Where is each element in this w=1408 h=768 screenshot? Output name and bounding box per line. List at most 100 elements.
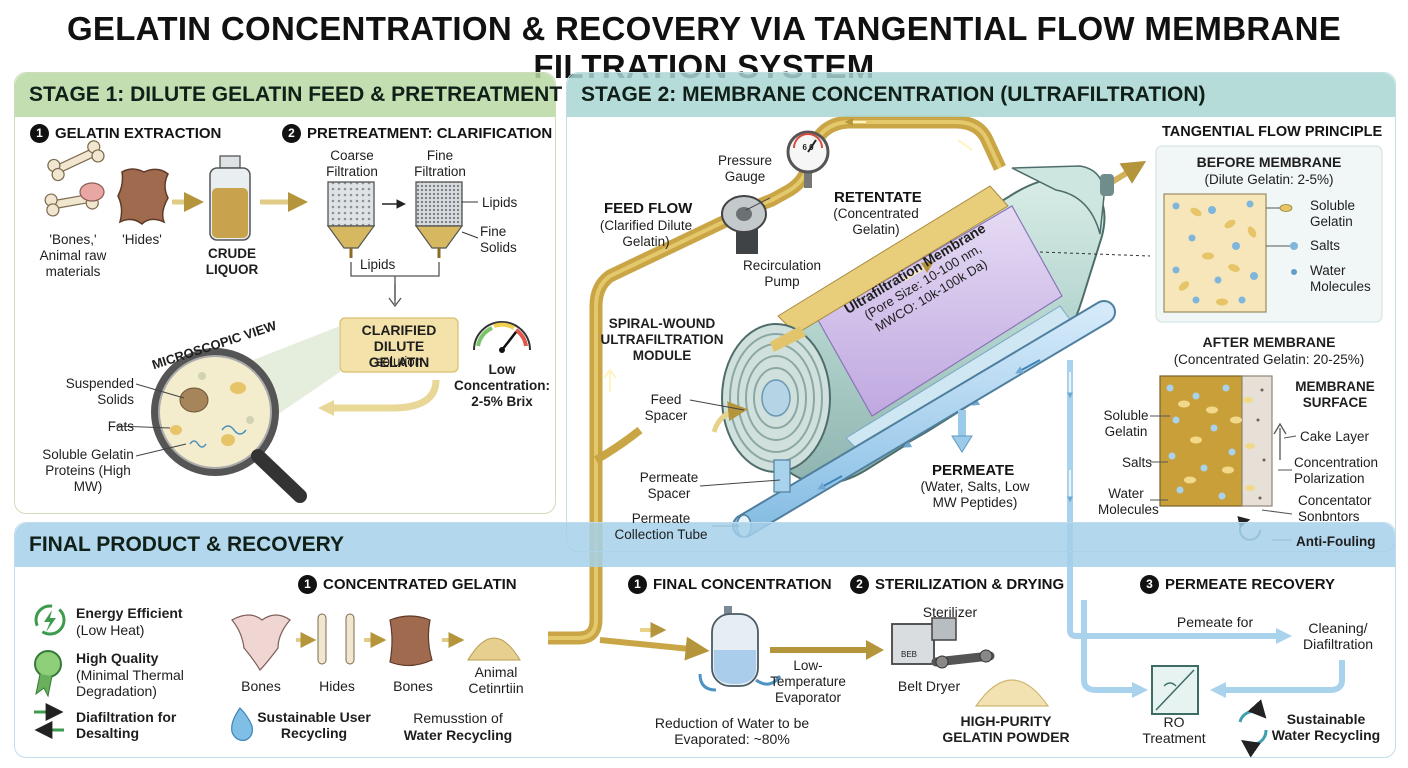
after-salts: Salts [1121, 455, 1152, 470]
evaporator-icon [698, 606, 782, 692]
stage2-header [567, 73, 1395, 117]
microscope-magnifier-icon [151, 326, 340, 503]
quality-title: High Quality [76, 650, 159, 666]
legend-markers [1266, 204, 1298, 275]
concentrated-title: CONCENTRATED GELATIN [323, 576, 517, 593]
bones1-icon [231, 614, 291, 671]
retentate-title: RETENTATE [834, 189, 922, 206]
before-sub: (Dilute Gelatin: 2-5%) [1204, 172, 1334, 187]
legend-salts: Salts [1310, 238, 1341, 253]
sterilizer-label: Sterilizer [922, 604, 978, 620]
legend-soluble: Soluble Gelatin [1310, 198, 1356, 229]
after-water: Water Molecules [1098, 486, 1159, 517]
fine-filtration-label: Fine Filtration [414, 148, 466, 179]
bones1-label: Bones [241, 678, 281, 694]
brix-gauge-icon [473, 321, 531, 353]
step-number: 1 [30, 124, 49, 143]
step-number: 1 [298, 575, 317, 594]
cleaning-label: Cleaning/ Diafiltration [1302, 620, 1374, 652]
crude-liquor-jar-icon [209, 155, 251, 241]
coarse-filter-icon [326, 181, 376, 258]
belt-face: BEB [900, 650, 917, 659]
clarified-label: CLARIFIED DILUTE GELATIN [361, 322, 437, 370]
quality-sub: (Minimal Thermal Degradation) [76, 667, 184, 699]
bones-label: 'Bones,' Animal raw materials [39, 232, 107, 279]
diafiltration-arrows-icon [34, 703, 64, 739]
conc-polarization-label: Concentration Polarization [1294, 455, 1379, 486]
tfp-title: TANGENTIAL FLOW PRINCIPLE [1162, 124, 1383, 140]
extraction-title: GELATIN EXTRACTION [55, 125, 222, 142]
step-number: 2 [282, 124, 301, 143]
recycle-icon [1238, 699, 1268, 758]
permeate-recovery-heading: 3 PERMEATE RECOVERY [1140, 575, 1335, 594]
final-title: FINAL PRODUCT & RECOVERY [29, 533, 345, 556]
water-recycling-label: Water Recycling [403, 727, 513, 743]
soluble-proteins-label: Soluble Gelatin Proteins (High MW) [42, 447, 134, 494]
reduction-label: Reduction of Water to be Evaporated: ~80… [654, 715, 810, 747]
energy-title: Energy Efficient [76, 605, 183, 621]
diafiltration-label: Diafiltration for Desalting [76, 709, 177, 741]
evaporator-label: Low-Temperature Evaporator [770, 658, 846, 705]
sterilizer-dryer-icon [891, 617, 995, 669]
after-particles [1166, 384, 1266, 500]
uf-module [721, 165, 1114, 485]
permeate-spacer-label: Permeate Spacer [639, 470, 699, 501]
sterilization-title: STERILIZATION & DRYING [875, 576, 1065, 593]
retentate-sub: (Concentrated Gelatin) [833, 206, 919, 237]
low-concentration-label: Low Concentration: 2-5% Brix [454, 362, 550, 409]
animal-gelatin-pile [467, 637, 521, 661]
pump-label: Recirculation Pump [742, 258, 822, 289]
permeate-sub: (Water, Salts, Low MW Peptides) [920, 479, 1030, 510]
sterilization-heading: 2 STERILIZATION & DRYING [850, 575, 1064, 594]
clarified-sub: solution [375, 354, 423, 369]
anti-fouling-label: Anti-Fouling [1296, 534, 1376, 549]
sustainable-water-label: Sustainable Water Recycling [1271, 711, 1381, 743]
stage1-title: STAGE 1: DILUTE GELATIN FEED & PRETREATM… [29, 83, 563, 106]
module-label: SPIRAL-WOUND ULTRAFILTRATION MODULE [600, 316, 724, 363]
stage1-panel: STAGE 1: DILUTE GELATIN FEED & PRETREATM… [14, 72, 562, 514]
energy-icon [34, 604, 66, 636]
hides-bone-icon [317, 613, 355, 665]
energy-sub: (Low Heat) [76, 622, 145, 638]
hides-product-label: Hides [319, 678, 355, 694]
after-sub: (Concentrated Gelatin: 20-25%) [1173, 352, 1365, 367]
step-number: 3 [1140, 575, 1159, 594]
after-title: AFTER MEMBRANE [1202, 334, 1336, 350]
coarse-filtration-label: Coarse Filtration [326, 148, 378, 179]
cake-layer-label: Cake Layer [1300, 429, 1370, 444]
permeate-collection-tube [732, 300, 1116, 538]
feed-flow-title: FEED FLOW [604, 200, 693, 217]
stage1-header [15, 73, 555, 117]
ro-unit-icon [1151, 665, 1199, 715]
gauge-face: 6 0 [802, 143, 814, 152]
step-number: 2 [850, 575, 869, 594]
collection-tube-label: Permeate Collection Tube [614, 511, 708, 542]
lipids-bottom-label: Lipids [360, 257, 396, 272]
pressure-gauge-icon [786, 130, 830, 188]
lipids-label: Lipids [482, 195, 518, 210]
stage2-panel: STAGE 2: MEMBRANE CONCENTRATION (ULTRAFI… [566, 72, 1396, 552]
bones2-label: Bones [393, 678, 433, 694]
membrane-surface-label: MEMBRANE SURFACE [1295, 379, 1375, 410]
before-particles [1172, 200, 1258, 306]
hide-icon [117, 168, 169, 226]
crude-liquor-label: CRUDE LIQUOR [205, 246, 259, 277]
gelatin-powder-pile [974, 679, 1050, 707]
fats-label: Fats [107, 419, 134, 434]
bones-icon [44, 140, 105, 217]
suspended-solids-label: Suspended Solids [65, 376, 134, 407]
ro-label: RO Treatment [1142, 714, 1206, 746]
permeate-recovery-title: PERMEATE RECOVERY [1165, 576, 1336, 593]
fine-filter-icon [414, 181, 464, 258]
final-header [15, 523, 1395, 567]
pressure-gauge-label: Pressure Gauge [717, 153, 773, 184]
bones2-hide-icon [389, 615, 433, 667]
fine-solids-label: Fine Solids [480, 224, 517, 255]
hides-label: 'Hides' [122, 232, 162, 247]
concentrated-heading: 1 CONCENTRATED GELATIN [298, 575, 517, 594]
final-panel: FINAL PRODUCT & RECOVERY [14, 522, 1396, 758]
legend-water: Water Molecules [1310, 263, 1371, 294]
